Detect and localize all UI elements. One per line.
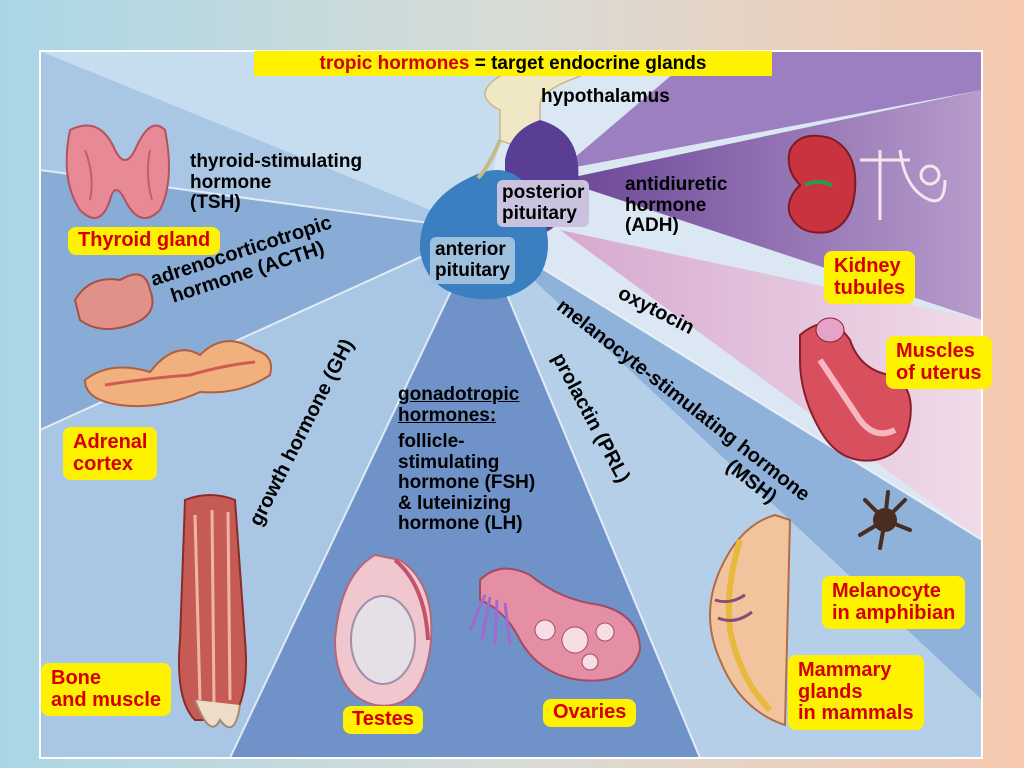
adh-line-3: (ADH): [625, 215, 679, 237]
mammary-glands-tag: Mammary glands in mammals: [788, 655, 924, 730]
hypothalamus-label: hypothalamus: [541, 86, 670, 107]
adh-line-1: antidiuretic: [625, 174, 728, 195]
kidney-line-2: tubules: [834, 276, 906, 299]
uterus-line-1: Muscles: [896, 340, 975, 362]
melanocyte-line-1: Melanocyte: [832, 580, 941, 602]
title-tropic: tropic hormones: [319, 53, 470, 74]
tsh-line-2: hormone: [190, 171, 272, 193]
melanocyte-tag: Melanocyte in amphibian: [822, 576, 966, 630]
bone-line-2: and muscle: [51, 688, 162, 711]
gonadotropic-body-5: hormone (LH): [398, 513, 523, 535]
title-bar: tropic hormones = target endocrine gland…: [254, 51, 772, 76]
gonadotropic-body-3: hormone (FSH): [398, 472, 536, 494]
anterior-line-1: anterior: [435, 239, 506, 260]
bone-muscle-tag: Bone and muscle: [41, 663, 172, 717]
tsh-line-1: thyroid-stimulating: [190, 151, 363, 172]
tsh-label: thyroid-stimulating hormone (TSH): [190, 151, 363, 214]
anterior-line-2: pituitary: [435, 259, 510, 281]
uterus-line-2: of uterus: [896, 361, 982, 384]
kidney-line-1: Kidney: [834, 255, 901, 277]
adrenal-cortex-icon: [73, 273, 272, 408]
posterior-line-2: pituitary: [502, 202, 577, 224]
testis-icon: [333, 553, 433, 707]
adrenal-line-1: Adrenal: [73, 431, 148, 453]
tsh-line-3: (TSH): [190, 192, 241, 214]
pituitary-stalk: [476, 139, 502, 180]
anterior-pituitary-label: anterior pituitary: [430, 237, 515, 285]
testes-tag: Testes: [343, 706, 423, 734]
mammary-gland-icon: [709, 513, 792, 727]
posterior-pituitary-label: posterior pituitary: [497, 180, 590, 228]
melanocyte-icon: [858, 490, 912, 550]
uterus-tag: Muscles of uterus: [886, 336, 992, 390]
posterior-line-1: posterior: [502, 182, 585, 203]
oxytocin-wedge: [560, 230, 982, 540]
adh-line-2: hormone: [625, 194, 707, 216]
kidney-tubules-tag: Kidney tubules: [824, 251, 916, 305]
uterus-icon: [799, 317, 912, 462]
gh-wedge: [40, 230, 480, 758]
gonadotropic-heading-1: gonadotropic: [398, 384, 520, 405]
gonadotropic-body-1: follicle-: [398, 431, 465, 453]
mammary-line-2: glands: [798, 680, 863, 703]
adrenal-line-2: cortex: [73, 452, 134, 475]
adh-wedge-top: [560, 51, 982, 170]
mammary-line-3: in mammals: [798, 702, 914, 725]
thyroid-gland-tag: Thyroid gland: [68, 227, 221, 255]
ovaries-tag: Ovaries: [543, 699, 637, 727]
adh-label: antidiuretic hormone (ADH): [625, 174, 728, 237]
adrenal-cortex-tag: Adrenal cortex: [63, 427, 158, 481]
thyroid-gland-icon: [65, 124, 170, 219]
gonadotropic-heading-2: hormones:: [398, 404, 497, 426]
gonadotropic-body-4: & luteinizing: [398, 492, 511, 514]
kidney-icon: [787, 134, 947, 234]
title-rest: = target endocrine glands: [469, 53, 707, 74]
bone-muscle-icon: [178, 494, 247, 729]
bone-line-1: Bone: [51, 667, 101, 689]
tsh-wedge-top: [40, 51, 520, 230]
ovary-icon: [468, 567, 642, 682]
mammary-line-1: Mammary: [798, 659, 892, 681]
melanocyte-line-2: in amphibian: [832, 601, 956, 624]
gonadotropic-label: gonadotropic hormones: follicle- stimula…: [398, 384, 536, 535]
gonadotropic-body-2: stimulating: [398, 451, 500, 473]
